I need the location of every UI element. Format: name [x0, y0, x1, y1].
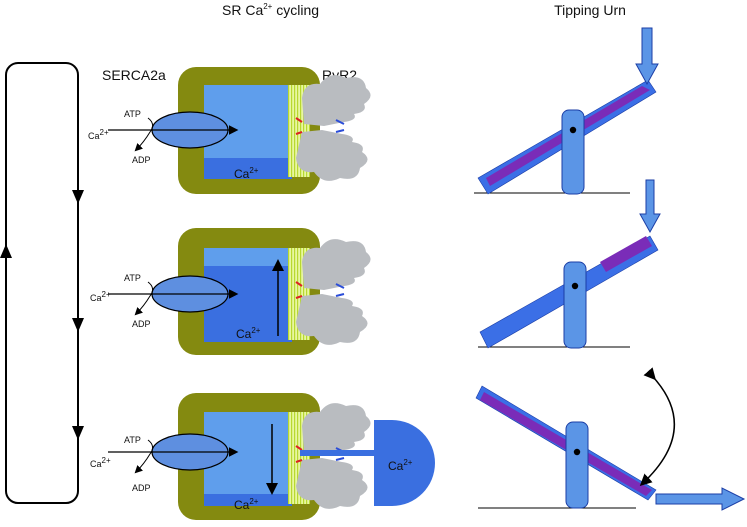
atp-label-1: ATP [124, 109, 141, 119]
urn-1 [474, 27, 659, 195]
sr-panel-2: Ca2+ [178, 228, 371, 355]
serca-pump-2: ATP ADP Ca2+ [90, 273, 239, 329]
cytosol-ca-release [374, 420, 435, 506]
urn-pivot-2 [563, 261, 587, 349]
tipping-urn-header: Tipping Urn [554, 2, 626, 18]
up-arrowhead [0, 244, 12, 258]
serca-label: SERCA2a [102, 67, 166, 83]
ca-released-label: Ca2+ [388, 458, 413, 473]
serca-pump-3: ATP ADP Ca2+ [90, 433, 239, 493]
ca-in-label-2: Ca2+ [90, 290, 111, 303]
down-arrowhead-2 [72, 318, 84, 332]
ca-in-label-3: Ca2+ [90, 456, 111, 469]
urn-2 [478, 179, 661, 349]
atp-label-3: ATP [124, 435, 141, 445]
inflow-arrow-1 [635, 27, 659, 86]
outflow-arrow [655, 487, 746, 511]
atp-label-2: ATP [124, 273, 141, 283]
urn-pivot-1 [561, 109, 585, 195]
adp-label-3: ADP [132, 483, 151, 493]
sr-panel-1: Ca2+ [178, 67, 371, 194]
sr-cycling-header: SR Ca2+ cycling [222, 2, 319, 18]
cycle-loop [5, 62, 79, 504]
down-arrowhead-3 [72, 426, 84, 440]
ca-label-3: Ca2+ [234, 497, 259, 512]
ca-in-label-1: Ca2+ [88, 128, 109, 141]
urn-pivot-3 [565, 421, 589, 509]
ryr-channel-1 [296, 75, 371, 181]
tipping-motion-arrow [639, 367, 676, 487]
ryr-channel-3 [296, 403, 371, 509]
ryr-channel-2 [296, 239, 371, 345]
adp-label-2: ADP [132, 319, 151, 329]
adp-label-1: ADP [132, 155, 151, 165]
inflow-arrow-2 [639, 179, 661, 234]
serca-pump-1: ATP ADP Ca2+ [88, 109, 239, 165]
ca-label-2: Ca2+ [236, 326, 261, 341]
down-arrowhead-1 [72, 190, 84, 204]
urn-3 [475, 367, 746, 511]
ca-label-1: Ca2+ [234, 166, 259, 181]
cycle-arrows [0, 190, 84, 440]
